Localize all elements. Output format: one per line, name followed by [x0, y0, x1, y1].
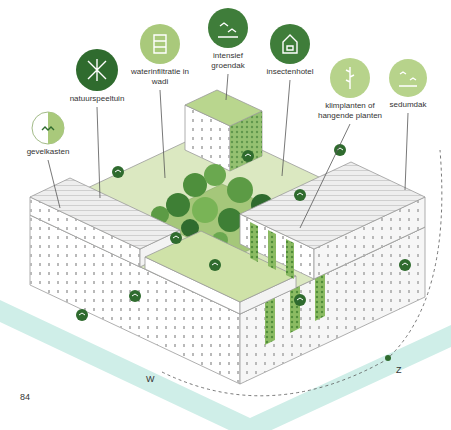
icon-callout: intensief groendak — [202, 7, 254, 71]
icon-disc — [270, 24, 310, 64]
icon-circle — [388, 58, 428, 98]
icon-disc — [140, 24, 180, 64]
icon-callout: sedumdak — [387, 58, 429, 110]
icon-glyph — [218, 23, 238, 37]
compass-route — [162, 150, 442, 396]
icon-disc — [76, 49, 118, 91]
icon-circle — [75, 48, 119, 92]
icon-glyph — [346, 67, 354, 89]
leader-line — [97, 107, 100, 198]
icon-disc — [208, 8, 248, 48]
icon-callout: gevelkasten — [26, 111, 71, 157]
leader-line — [282, 80, 290, 176]
icon-callout: waterinfiltratie in wadi — [128, 23, 192, 87]
icon-disc — [389, 59, 427, 97]
page-number: 84 — [20, 392, 30, 403]
icon-callout: natuurspeeltuin — [69, 48, 126, 104]
icon-label: waterinfiltratie in wadi — [129, 67, 191, 87]
icon-glyph — [88, 59, 106, 81]
icon-glyph — [283, 35, 297, 53]
icon-circle — [329, 57, 371, 99]
green-wall — [250, 222, 325, 345]
icon-circle — [139, 23, 181, 65]
icon-label: gevelkasten — [26, 147, 71, 157]
icon-glyph — [399, 72, 417, 86]
bird-glyph — [79, 148, 408, 315]
icon-circle — [269, 23, 311, 65]
leader-line — [226, 74, 228, 100]
leader-line — [160, 90, 165, 178]
icon-circle — [207, 7, 249, 49]
tower-block — [185, 90, 262, 171]
compass-letter: W — [146, 374, 155, 385]
icon-circle — [31, 111, 65, 145]
compass-dot — [385, 355, 391, 361]
leader-line — [300, 124, 350, 228]
leader-line — [405, 113, 408, 190]
icon-label: insectenhotel — [265, 67, 315, 77]
bird-marker — [76, 144, 411, 321]
icon-glyph — [42, 127, 54, 130]
icon-label: klimplanten of hangende planten — [314, 101, 386, 121]
icon-glyph — [154, 35, 166, 53]
icon-disc — [330, 58, 370, 98]
icon-disc — [32, 112, 64, 144]
icon-callout: insectenhotel — [265, 23, 315, 77]
leader-line — [48, 160, 60, 208]
icon-callout: klimplanten of hangende planten — [313, 57, 387, 121]
icon-label: intensief groendak — [203, 51, 253, 71]
compass-letter: Z — [396, 365, 402, 376]
icon-label: natuurspeeltuin — [69, 94, 126, 104]
right-wing — [240, 162, 425, 279]
icon-label: sedumdak — [387, 100, 429, 110]
